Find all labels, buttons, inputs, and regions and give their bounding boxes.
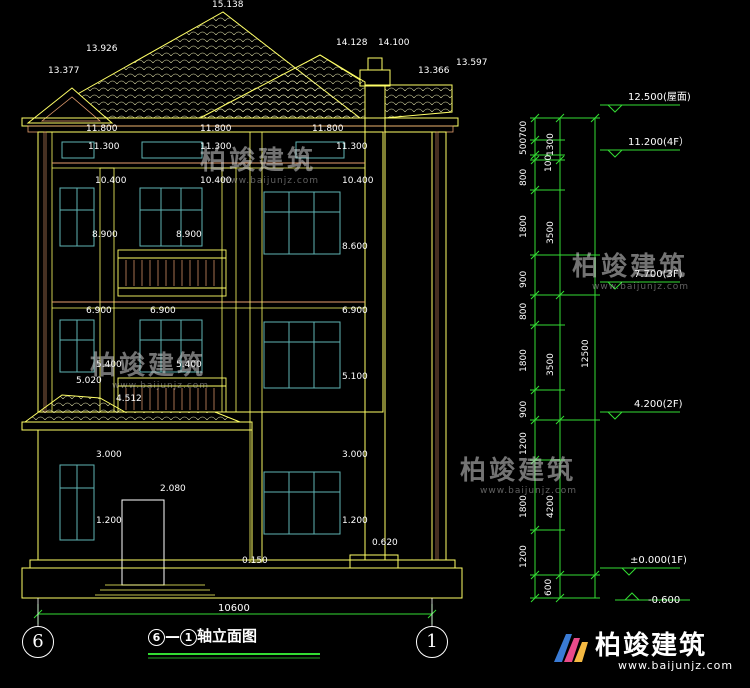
dim-col1: 100 (544, 154, 554, 172)
elev-roof-peak: 15.138 (212, 0, 244, 10)
elev-label: 11.800 (86, 124, 118, 134)
width-dimension: 10600 (218, 603, 250, 614)
level-4f: 11.200(4F） (628, 137, 690, 148)
elev-label: 5.100 (342, 372, 368, 382)
level-3f: 7.700(3F) (634, 269, 683, 280)
dim-col1: 600 (544, 578, 554, 596)
level-ground: -0.600 (648, 595, 681, 606)
watermark-brand: 柏竣建筑 (90, 351, 207, 381)
title-axis-left: 6 (148, 629, 165, 646)
elev-label: 5.400 (96, 360, 122, 370)
elev-label: 11.800 (312, 124, 344, 134)
title-text: 轴立面图 (197, 627, 258, 645)
axis-1: 1 (416, 626, 448, 658)
elev-label: 8.600 (342, 242, 368, 252)
elev-label: 1.200 (342, 516, 368, 526)
dim-col2: 3500 (546, 221, 556, 244)
brand-logo-icon (554, 634, 588, 662)
dim-col2: 4200 (546, 495, 556, 518)
elev-label: 6.900 (86, 306, 112, 316)
brand-url: www.baijunjz.com (618, 659, 734, 672)
dim-col2: 1300 (546, 133, 556, 156)
dim-col1: 800 (519, 168, 529, 186)
watermark-url: www.baijunjz.com (592, 282, 690, 292)
dim-col1: 700 (519, 120, 529, 138)
elev-label: 5.400 (176, 360, 202, 370)
brand-name: 柏竣建筑 (595, 631, 708, 661)
elev-label: 10.400 (95, 176, 127, 186)
elev-label: 8.900 (92, 230, 118, 240)
watermark-url: www.baijunjz.com (112, 381, 210, 391)
dim-col1: 1800 (519, 215, 529, 238)
elev-label: 11.800 (200, 124, 232, 134)
watermark-brand: 柏竣建筑 (460, 456, 577, 486)
dim-col1: 900 (519, 400, 529, 418)
elev-label: 11.300 (88, 142, 120, 152)
elev-label: 4.512 (116, 394, 142, 404)
elev-label: 0.150 (242, 556, 268, 566)
watermark-brand: 柏竣建筑 (200, 146, 317, 176)
level-2f: 4.200(2F) (634, 399, 683, 410)
right-column (364, 84, 386, 561)
elev-label: 0.620 (372, 538, 398, 548)
left-gable (26, 87, 114, 124)
elev-label: 3.000 (96, 450, 122, 460)
dim-col1: 1800 (519, 349, 529, 372)
level-1f: ±0.000(1F) (630, 555, 687, 566)
title-axis-right: 1 (180, 629, 197, 646)
dim-col1: 900 (519, 270, 529, 288)
dim-total: 12500 (581, 339, 591, 368)
elev-roof-right4: 13.597 (456, 58, 488, 68)
elev-label: 3.000 (342, 450, 368, 460)
dim-col2: 3500 (546, 353, 556, 376)
elev-label: 1.200 (96, 516, 122, 526)
elev-label: 6.900 (150, 306, 176, 316)
level-roof: 12.500(屋面) (628, 92, 691, 103)
elev-label: 10.400 (200, 176, 232, 186)
dim-col1: 800 (519, 302, 529, 320)
elev-label: 10.400 (342, 176, 374, 186)
elev-roof-right2: 14.100 (378, 38, 410, 48)
elev-label: 8.900 (176, 230, 202, 240)
title-dash: — (165, 627, 180, 645)
elev-roof-left2: 13.377 (48, 66, 80, 76)
axis-6: 6 (22, 626, 54, 658)
right-low-roof (384, 84, 453, 119)
dim-col1: 1200 (519, 545, 529, 568)
elev-roof-right3: 13.366 (418, 66, 450, 76)
watermark-url: www.baijunjz.com (480, 486, 578, 496)
dim-col1: 500 (519, 137, 529, 155)
elev-label: 6.900 (342, 306, 368, 316)
dim-col1: 1800 (519, 495, 529, 518)
watermark-url: www.baijunjz.com (222, 176, 320, 186)
door (121, 499, 165, 586)
watermark-brand: 柏竣建筑 (572, 252, 689, 282)
elev-label: 2.080 (160, 484, 186, 494)
elev-roof-left1: 13.926 (86, 44, 118, 54)
elev-label: 11.300 (336, 142, 368, 152)
elev-label: 11.300 (200, 142, 232, 152)
elev-roof-right1: 14.128 (336, 38, 368, 48)
elev-label: 5.020 (76, 376, 102, 386)
